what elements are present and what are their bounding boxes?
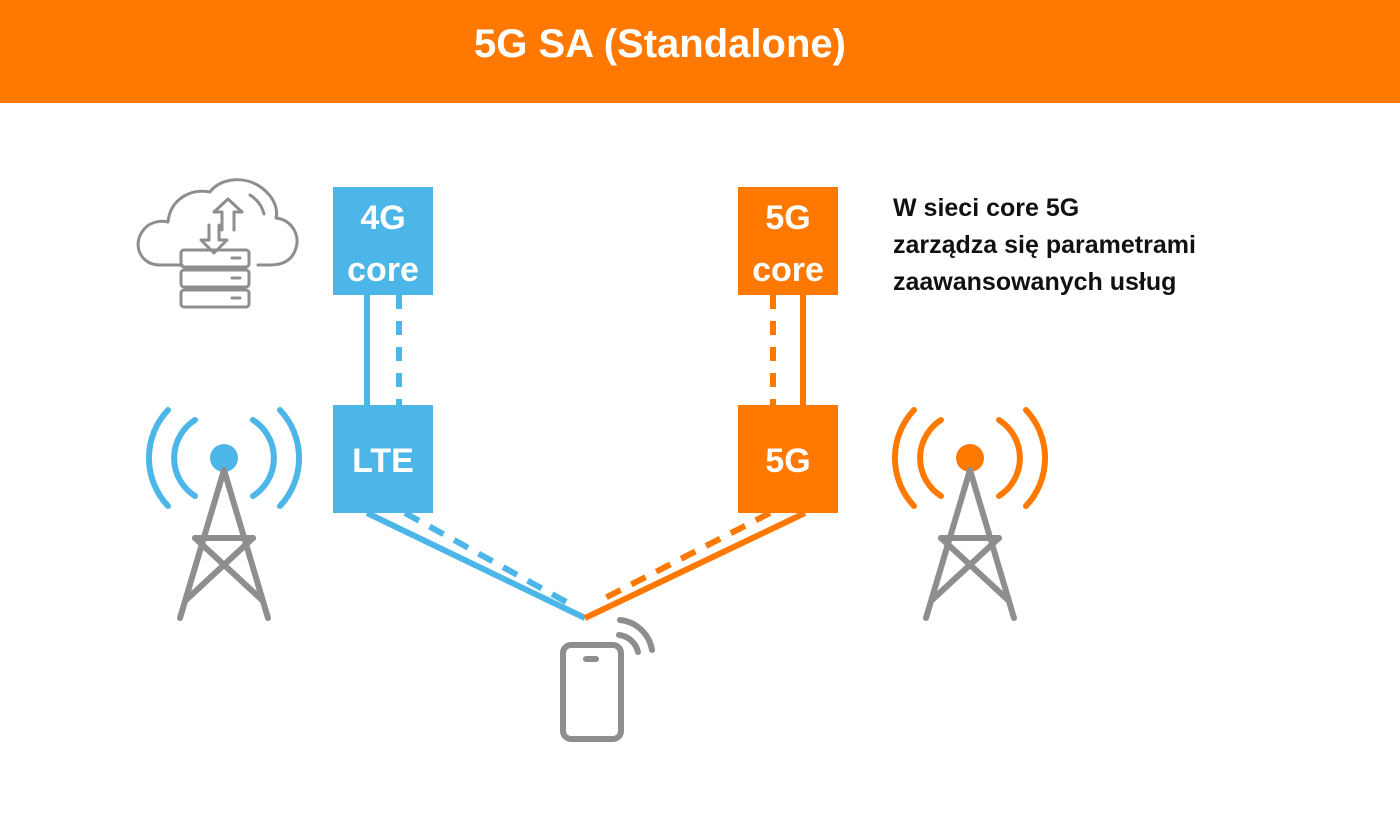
page-title: 5G SA (Standalone) [474,22,846,66]
core-4g-label-2: core [347,251,419,289]
smartphone-icon [560,617,655,742]
lte-links [364,295,587,621]
note-line: zaawansowanych usług [893,268,1177,296]
core-5g-label-1: 5G [765,199,810,237]
core-4g-box: 4G core [333,187,433,295]
nr-5g-box: 5G [738,405,838,513]
core-5g-label-2: core [752,251,824,289]
cell-tower-icon-5g [891,407,1049,621]
core-5g-note: W sieci core 5G zarządza się parametrami… [893,190,1196,301]
cloud-server-icon [136,178,299,309]
note-line: zarządza się parametrami [893,231,1196,259]
core-4g-label-1: 4G [360,199,405,237]
header-bar: 5G SA (Standalone) [0,0,1400,103]
core-5g-box: 5G core [738,187,838,295]
lte-label: LTE [352,442,414,480]
note-line: W sieci core 5G [893,194,1080,222]
cell-tower-icon-4g [145,407,303,621]
nr-5g-label: 5G [765,442,810,480]
5g-links [583,295,807,621]
lte-box: LTE [333,405,433,513]
